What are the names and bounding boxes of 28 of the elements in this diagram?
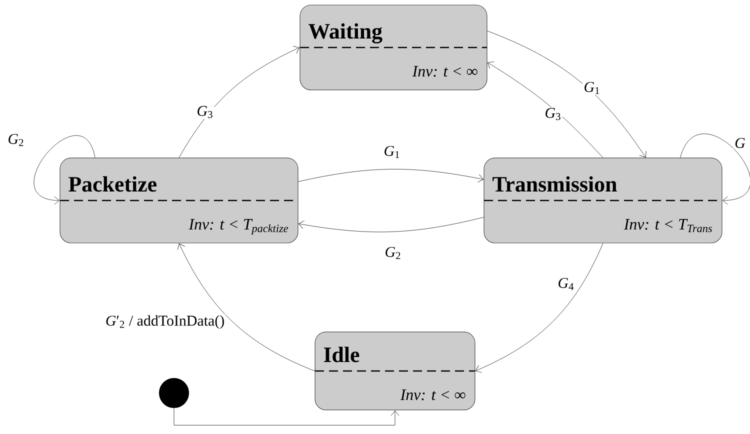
arrow <box>178 46 300 158</box>
invariant-text: Inv: t < ∞ <box>400 390 466 400</box>
arrow <box>487 62 604 158</box>
edge-label: G′$_{2}$ / addToInData() <box>104 314 226 330</box>
arrow <box>680 134 750 205</box>
edge-label: G$_{2}$ <box>384 246 402 260</box>
arrow <box>475 243 604 373</box>
arrow <box>174 408 400 426</box>
edge-label: G$_{3}$ <box>196 104 214 120</box>
edge-label: G$_{4}$ <box>556 276 576 291</box>
edge-label: G$_{1}$ <box>582 80 602 95</box>
state-name: Idle <box>324 346 360 362</box>
state-name: Waiting <box>308 23 382 44</box>
start-dot <box>159 378 189 408</box>
state-name: Transmission <box>492 176 617 192</box>
arrow <box>487 30 646 158</box>
arrow <box>177 243 315 372</box>
invariant-text: Inv: t < T$_{packtize}$ <box>188 219 288 234</box>
edge-label: G$_{3}$ <box>544 106 562 122</box>
arrow <box>298 217 484 232</box>
arrow <box>34 135 96 205</box>
state-name: Packetize <box>68 176 156 192</box>
edge-label: G <box>734 136 746 149</box>
invariant-text: Inv: t < ∞ <box>412 66 478 77</box>
edge-label: G$_{2}$ <box>6 132 26 147</box>
invariant-text: Inv: t < T$_{Trans}$ <box>624 219 712 232</box>
arrow <box>298 168 484 183</box>
edge-label: G$_{1}$ <box>382 144 402 159</box>
